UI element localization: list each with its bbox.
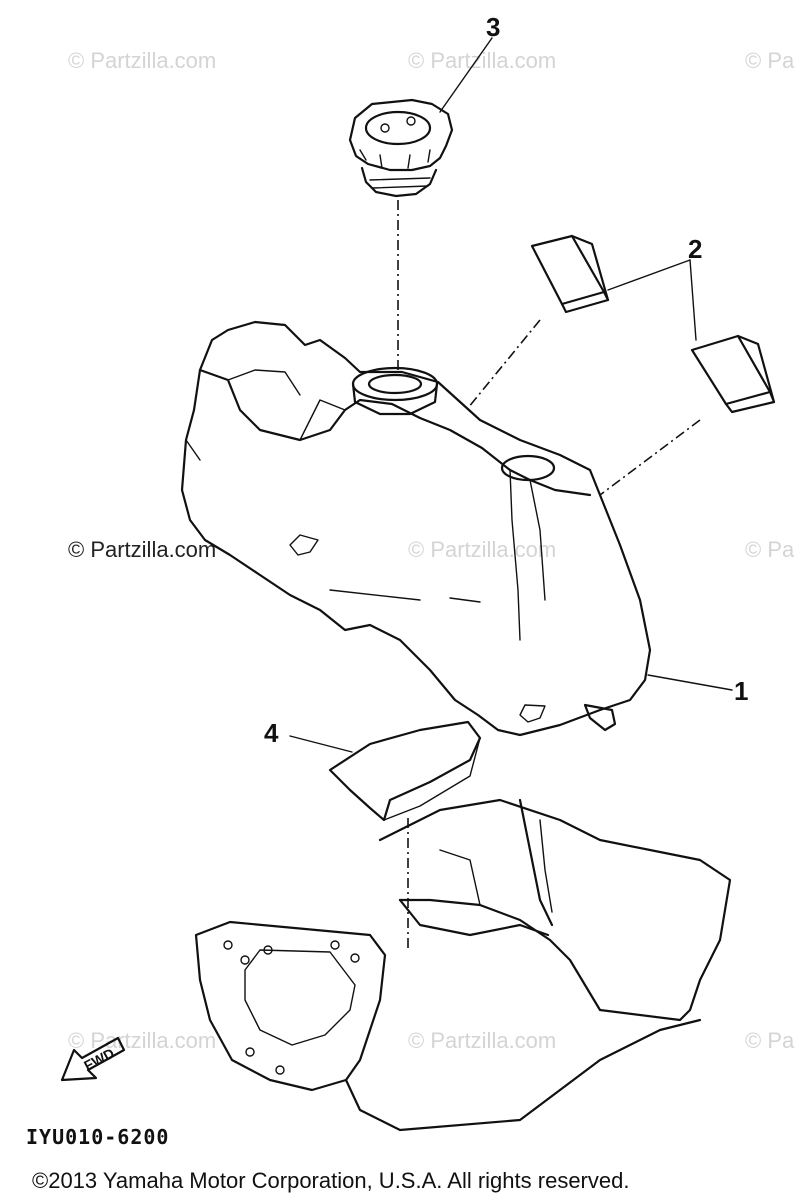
callout-1: 1: [734, 676, 748, 706]
pad-lower: [690, 334, 776, 414]
leader-2a: [607, 259, 691, 291]
watermark: © Partzilla.com: [68, 1028, 216, 1053]
watermark: © Partzilla.com: [408, 1028, 556, 1053]
watermark: © Partzilla.com: [68, 48, 216, 73]
callout-4: 4: [264, 718, 279, 748]
diagram-part-code: IYU010-6200: [26, 1125, 169, 1149]
watermark-layer: © Partzilla.com © Partzilla.com © Pa © P…: [68, 48, 795, 1053]
fuel-cap: [348, 98, 454, 198]
frame: [194, 798, 732, 1132]
leader-3: [439, 37, 493, 113]
callout-3: 3: [486, 12, 500, 42]
watermark: © Pa: [745, 48, 795, 73]
watermark: © Pa: [745, 537, 795, 562]
watermark: © Pa: [745, 1028, 795, 1053]
copyright-notice: ©2013 Yamaha Motor Corporation, U.S.A. A…: [32, 1168, 629, 1193]
watermark: © Partzilla.com: [68, 537, 216, 562]
fuel-tank: [180, 320, 652, 737]
pad-guide-upper: [467, 319, 541, 409]
watermark: © Partzilla.com: [408, 537, 556, 562]
pad-upper: [530, 234, 610, 314]
leader-2b: [689, 259, 697, 341]
seat-pad: [328, 720, 482, 822]
leader-1: [647, 674, 733, 691]
pad-guide-lower: [599, 419, 701, 496]
leader-4: [289, 735, 353, 753]
callout-2: 2: [688, 234, 702, 264]
